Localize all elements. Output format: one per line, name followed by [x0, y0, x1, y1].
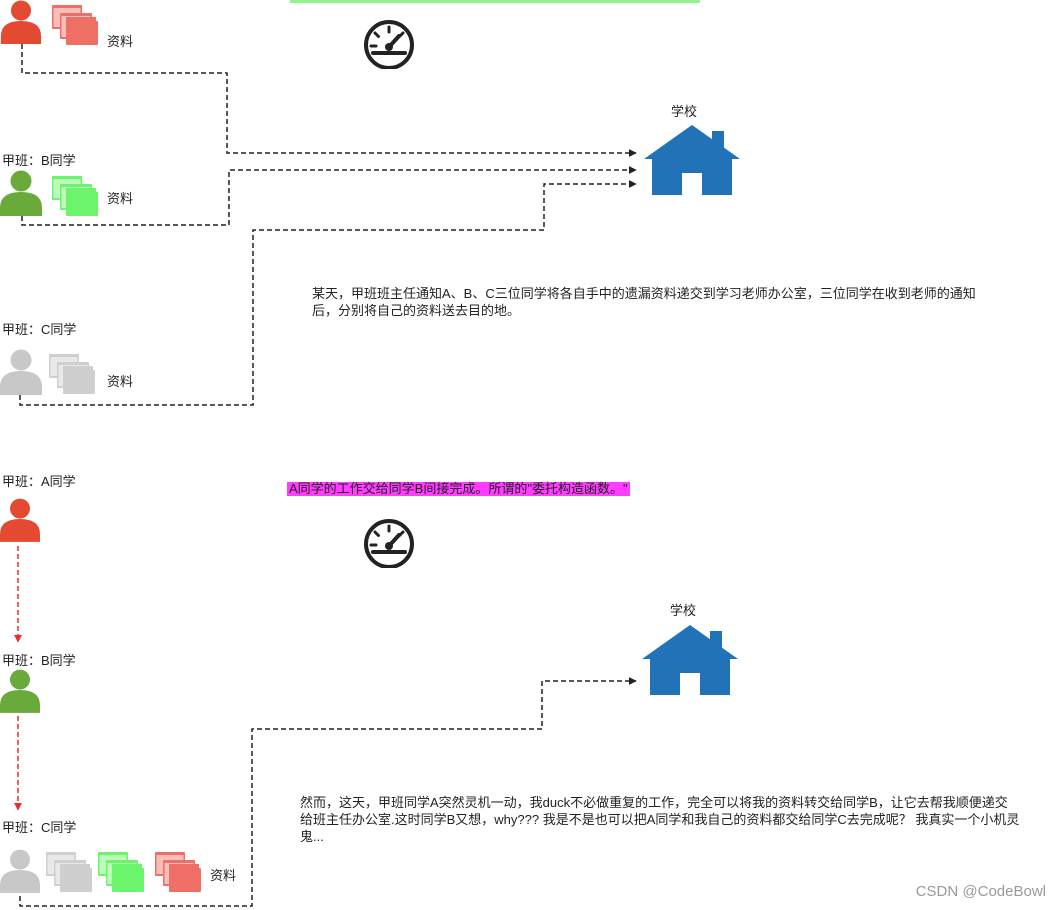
student-b-label-2: 甲班：B同学	[2, 653, 76, 668]
panel1-description: 某天，甲班班主任通知A、B、C三位同学将各自手中的遗漏资料递交到学习老师办公室，…	[312, 286, 976, 318]
school-label-1: 学校	[671, 104, 697, 119]
student-c-person-icon-2	[0, 849, 40, 893]
top-highlight-bar	[290, 0, 700, 3]
folder-icon-b-handed	[98, 852, 144, 892]
panel2-caption: A同学的工作交给同学B间接完成。所谓的"委托构造函数。"	[287, 481, 630, 496]
folder-icon-a-handed	[155, 852, 201, 892]
school-house-icon-2	[642, 625, 738, 695]
folder-icon-c-own	[46, 852, 92, 892]
student-c-label-2: 甲班：C同学	[2, 820, 76, 835]
material-label-c-2: 资料	[210, 868, 236, 883]
school-house-icon-1	[644, 125, 740, 195]
student-b-person-icon	[0, 170, 42, 216]
gauge-icon	[364, 20, 414, 69]
student-b-person-icon-2	[0, 669, 40, 713]
student-c-folder-icon	[49, 354, 95, 394]
panel2-description: 然而，这天，甲班同学A突然灵机一动，我duck不必做重复的工作，完全可以将我的资…	[300, 795, 1020, 844]
route-a-to-school	[21, 44, 637, 157]
gauge-icon	[364, 519, 414, 568]
route-c-to-school	[19, 180, 637, 406]
material-label-c: 资料	[107, 374, 133, 389]
material-label-a: 资料	[107, 34, 133, 49]
student-a-person-icon	[0, 0, 42, 44]
school-label-2: 学校	[670, 603, 696, 618]
student-b-folder-icon	[52, 176, 98, 216]
route-c-to-school-2	[19, 677, 637, 907]
student-c-person-icon	[0, 349, 42, 395]
student-c-label: 甲班：C同学	[2, 322, 76, 337]
watermark: CSDN @CodeBowl	[915, 883, 1046, 900]
student-a-folder-icon	[52, 5, 98, 45]
material-label-b: 资料	[107, 191, 133, 206]
student-b-label: 甲班：B同学	[2, 153, 76, 168]
route-b-to-school	[21, 166, 637, 226]
student-a-label-2: 甲班：A同学	[2, 474, 76, 489]
student-a-person-icon-2	[0, 498, 40, 542]
